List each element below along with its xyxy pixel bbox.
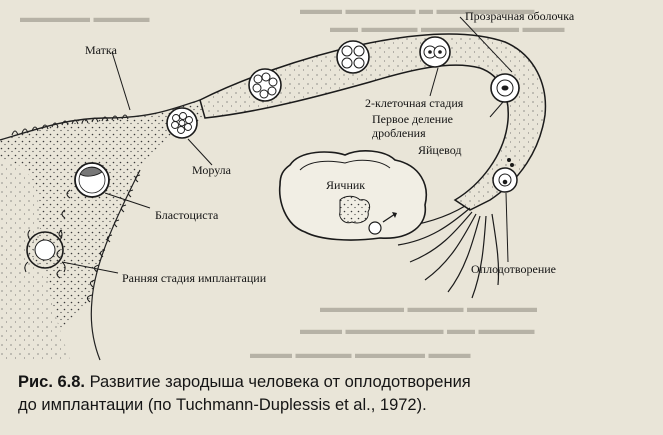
label-leader-lines: [61, 16, 513, 274]
blastocyst: [74, 162, 110, 198]
bleed-through-text: ▬▬▬ ▬▬▬▬ ▬▬▬▬▬ ▬▬▬: [250, 347, 471, 362]
label-ovary: Яичник: [326, 178, 366, 192]
oviduct: [199, 33, 547, 211]
label-uterus: Матка: [85, 43, 117, 57]
caption-text-line2: до имплантации (по Tuchmann-Duplessis et…: [18, 396, 427, 414]
morula: [166, 107, 198, 139]
four-cell-embryo: [336, 40, 370, 74]
two-cell-embryo: [419, 36, 451, 68]
embryo-stages: [24, 36, 520, 273]
uterine-glands: [11, 114, 141, 303]
bleed-through-text: ▬▬▬ ▬▬▬▬▬▬▬ ▬▬ ▬▬▬▬: [300, 323, 535, 338]
figure-caption: Рис. 6.8. Развитие зародыша человека от …: [18, 371, 658, 417]
implanting-embryo: [24, 229, 66, 273]
label-zona-pellucida: Прозрачная оболочка: [465, 9, 575, 23]
embryo-development-illustration: [0, 16, 547, 361]
label-blastocyst: Бластоциста: [155, 208, 219, 222]
ovulated-oocyte: [368, 221, 382, 235]
label-early-implantation: Ранняя стадия имплантации: [122, 271, 267, 285]
label-first-cleavage-line1: Первое деление: [372, 112, 453, 126]
label-two-cell-stage: 2-клеточная стадия: [365, 96, 464, 110]
label-fertilization: Оплодотворение: [471, 262, 557, 276]
bleed-through-text: ▬▬▬▬▬▬ ▬▬▬▬ ▬▬▬▬▬: [320, 301, 537, 316]
uterine-wall: [0, 99, 205, 361]
ovary: [278, 150, 427, 241]
bleed-through-text: ▬▬ ▬▬▬▬ ▬▬▬▬▬▬▬ ▬▬▬: [330, 21, 565, 36]
bleed-through-text: ▬▬▬ ▬▬▬▬▬ ▬ ▬▬▬▬▬▬▬: [300, 3, 535, 18]
eight-cell-embryo: [248, 68, 282, 102]
figure-number: Рис. 6.8.: [18, 373, 86, 391]
zygote-first-cleavage: [490, 73, 520, 103]
label-oviduct: Яйцевод: [418, 143, 462, 157]
label-first-cleavage-line2: дробления: [372, 126, 426, 140]
bleed-through-text: ▬▬▬▬▬ ▬▬▬▬: [20, 11, 150, 26]
label-morula: Морула: [192, 163, 231, 177]
caption-text-line1: Развитие зародыша человека от оплодотвор…: [85, 373, 471, 391]
fertilized-egg: [492, 158, 518, 193]
